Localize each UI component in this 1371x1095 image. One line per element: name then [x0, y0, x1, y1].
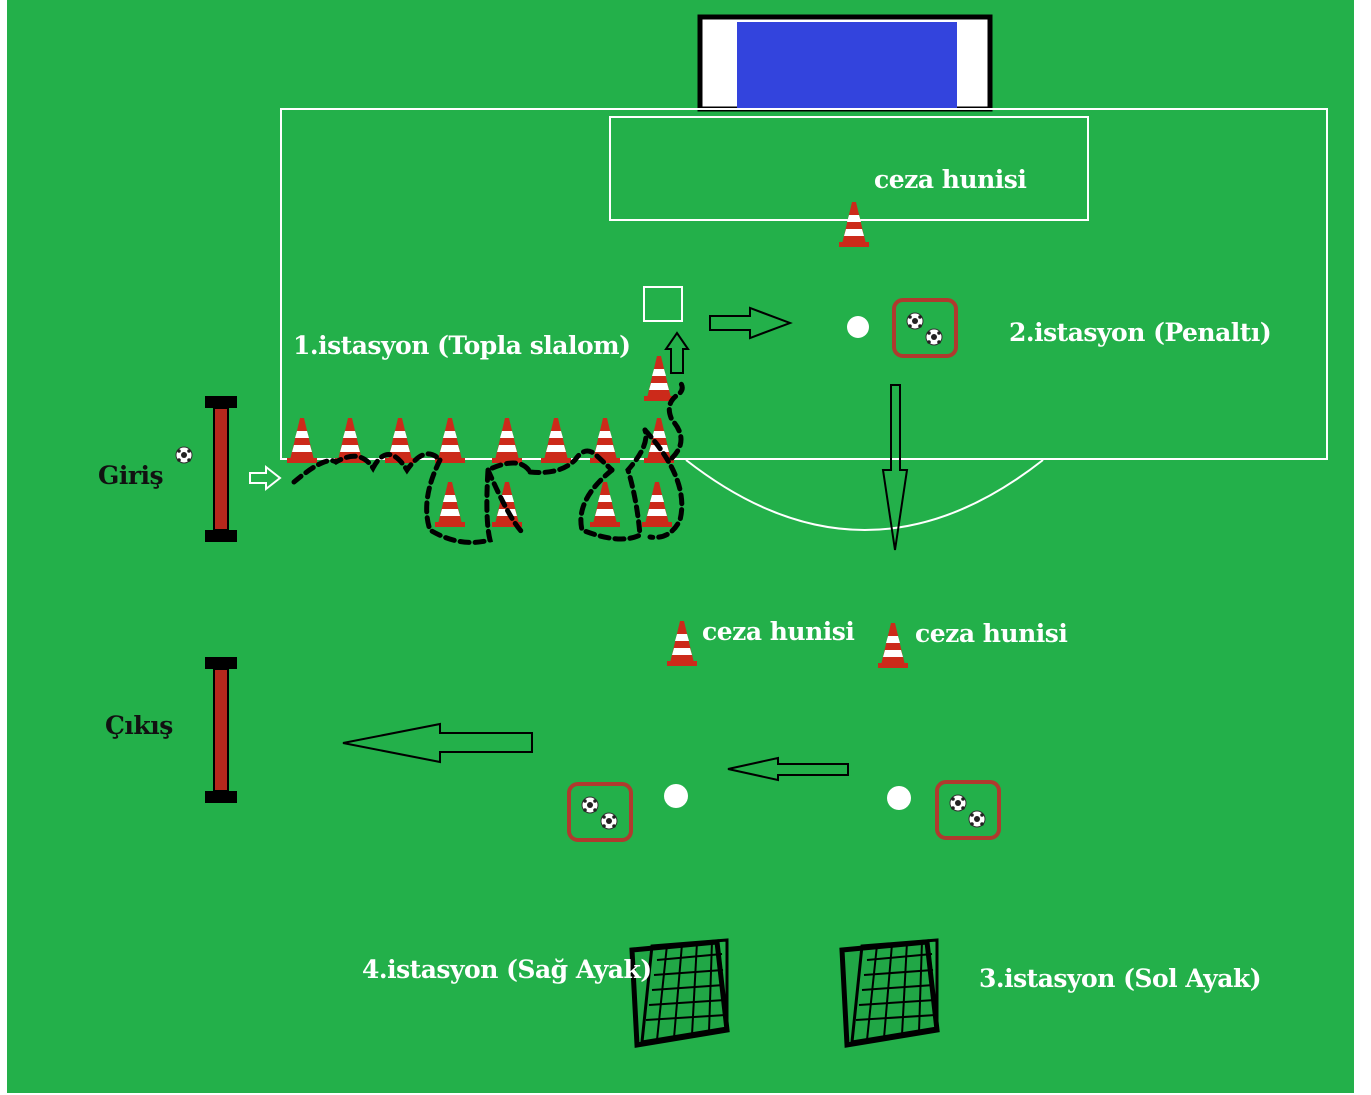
traffic-cone-icon — [667, 621, 697, 666]
ball-storage-box-icon — [894, 300, 956, 356]
traffic-cone-icon — [590, 418, 620, 463]
ball-storage-box-icon — [569, 784, 631, 840]
traffic-cone-icon — [839, 202, 869, 247]
direction-arrow-icon — [249, 464, 282, 492]
main-goal — [697, 14, 993, 112]
direction-arrow-icon — [709, 306, 793, 340]
traffic-cone-icon — [878, 623, 908, 668]
traffic-cone-icon — [541, 418, 571, 463]
label-entry: Giriş — [98, 461, 164, 490]
label-station-3: 3.istasyon (Sol Ayak) — [979, 964, 1262, 993]
label-penalty-cone-mid-left: ceza hunisi — [702, 617, 855, 646]
marker-square — [643, 286, 683, 322]
traffic-cone-icon — [287, 418, 317, 463]
label-station-4: 4.istasyon (Sağ Ayak) — [362, 955, 652, 984]
label-exit: Çıkış — [105, 711, 173, 740]
entry-gate-icon — [205, 396, 237, 542]
direction-arrow-icon — [342, 722, 533, 764]
label-penalty-cone-mid-right: ceza hunisi — [915, 619, 1068, 648]
label-penalty-cone-top: ceza hunisi — [874, 165, 1027, 194]
slalom-path — [291, 379, 685, 545]
direction-arrow-icon — [881, 384, 909, 551]
traffic-cone-icon — [644, 356, 674, 401]
direction-arrow-icon — [664, 331, 690, 374]
soccer-ball-icon — [175, 446, 193, 464]
penalty-spot-icon — [847, 316, 869, 338]
traffic-cone-icon — [644, 418, 674, 463]
direction-arrow-icon — [727, 756, 849, 782]
traffic-cone-icon — [642, 482, 672, 527]
label-station-1: 1.istasyon (Topla slalom) — [293, 331, 631, 360]
penalty-spot-icon — [664, 784, 688, 808]
football-field — [7, 0, 1354, 1093]
penalty-spot-icon — [887, 786, 911, 810]
ball-storage-box-icon — [937, 782, 999, 838]
traffic-cone-icon — [435, 482, 465, 527]
exit-gate-icon — [205, 657, 237, 803]
mini-goal-net-icon — [842, 940, 937, 1045]
traffic-cone-icon — [435, 418, 465, 463]
traffic-cone-icon — [492, 418, 522, 463]
label-station-2: 2.istasyon (Penaltı) — [1009, 318, 1272, 347]
